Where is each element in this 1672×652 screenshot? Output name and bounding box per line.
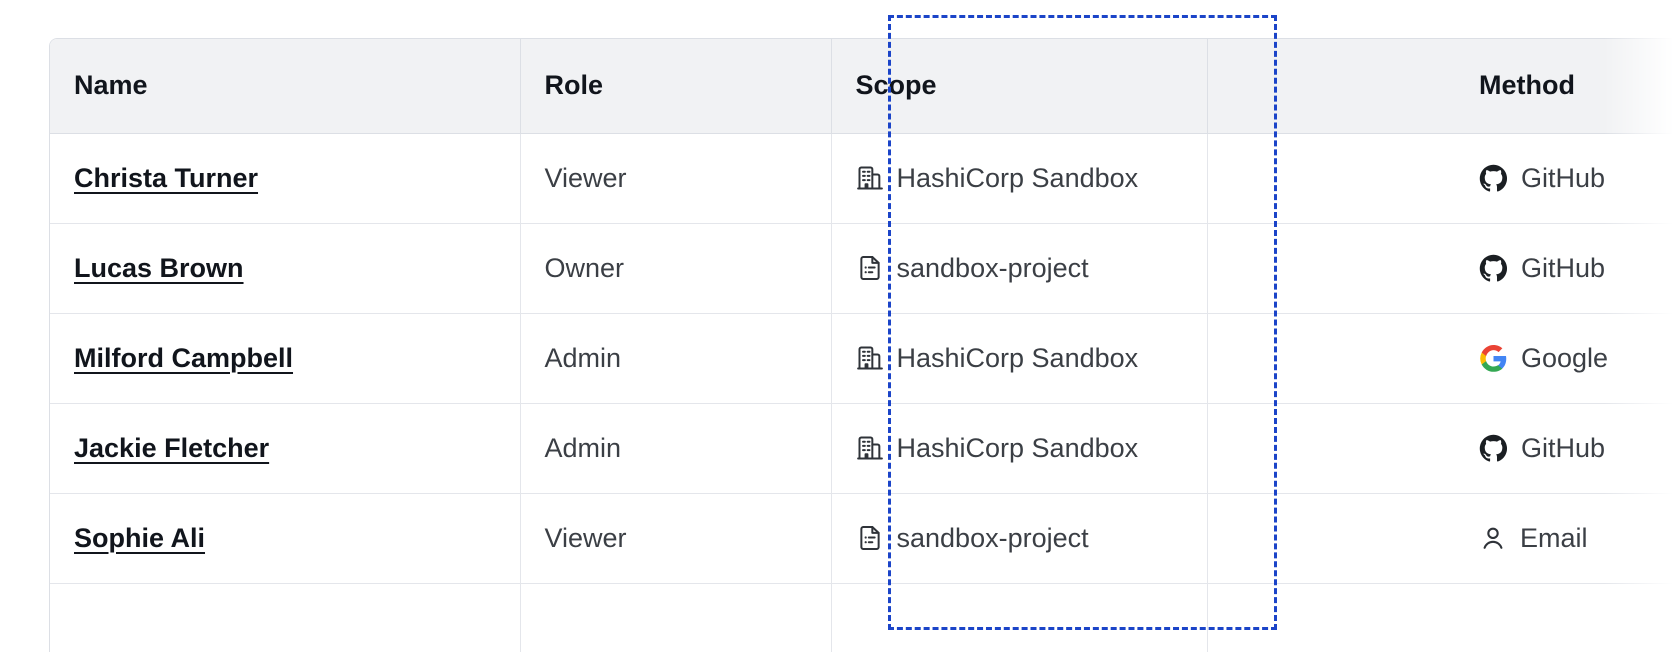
method-value: GitHub <box>1479 433 1666 464</box>
cell-scope <box>831 583 1208 652</box>
org-building-icon <box>856 344 884 372</box>
cell-method: GitHub <box>1455 223 1672 314</box>
user-icon <box>1479 524 1507 552</box>
cell-scope: sandbox-project <box>831 493 1208 584</box>
cell-method: Email <box>1455 493 1672 584</box>
column-header-blank <box>1207 39 1455 134</box>
method-value: GitHub <box>1479 253 1666 284</box>
github-icon <box>1479 434 1508 463</box>
user-name-link[interactable]: Sophie Ali <box>74 522 206 553</box>
cell-spacer <box>1207 583 1455 652</box>
cell-spacer <box>1207 403 1455 494</box>
scope-label: sandbox-project <box>896 522 1089 553</box>
table-row[interactable]: Jackie Fletcher Admin HashiCorp Sandbox Git… <box>50 403 1672 494</box>
user-name-link[interactable]: Christa Turner <box>74 162 259 193</box>
column-header-method[interactable]: Method <box>1455 39 1672 134</box>
google-icon <box>1479 344 1508 373</box>
scope-label: HashiCorp Sandbox <box>896 432 1139 463</box>
github-icon <box>1479 164 1508 193</box>
cell-role <box>520 583 832 652</box>
cell-method: Google <box>1455 313 1672 404</box>
cell-scope: HashiCorp Sandbox <box>831 133 1208 224</box>
cell-scope: sandbox-project <box>831 223 1208 314</box>
scope-value: HashiCorp Sandbox <box>856 163 1183 194</box>
scope-label: HashiCorp Sandbox <box>896 342 1139 373</box>
method-label: GitHub <box>1521 162 1606 193</box>
cell-name <box>50 583 521 652</box>
cell-name: Christa Turner <box>50 133 521 224</box>
method-label: Email <box>1520 522 1588 553</box>
scope-label: sandbox-project <box>896 252 1089 283</box>
project-document-icon <box>856 254 884 282</box>
user-name-link[interactable]: Milford Campbell <box>74 342 294 373</box>
cell-name: Milford Campbell <box>50 313 521 404</box>
cell-scope: HashiCorp Sandbox <box>831 313 1208 404</box>
cell-role: Admin <box>520 313 832 404</box>
cell-role: Viewer <box>520 493 832 584</box>
method-value: GitHub <box>1479 163 1666 194</box>
scope-value: HashiCorp Sandbox <box>856 433 1183 464</box>
cell-method <box>1455 583 1672 652</box>
column-header-scope[interactable]: Scope <box>831 39 1208 134</box>
cell-role: Owner <box>520 223 832 314</box>
table-header: Name Role Scope Method <box>50 39 1672 134</box>
cell-scope: HashiCorp Sandbox <box>831 403 1208 494</box>
cell-spacer <box>1207 493 1455 584</box>
org-building-icon <box>856 164 884 192</box>
method-value: Email <box>1479 523 1666 554</box>
org-building-icon <box>856 434 884 462</box>
method-label: GitHub <box>1521 252 1606 283</box>
scope-value: HashiCorp Sandbox <box>856 343 1183 374</box>
table-row[interactable]: Sophie Ali Viewer sandbox-project Email <box>50 493 1672 584</box>
cell-name: Lucas Brown <box>50 223 521 314</box>
cell-spacer <box>1207 133 1455 224</box>
cell-spacer <box>1207 223 1455 314</box>
cell-name: Jackie Fletcher <box>50 403 521 494</box>
github-icon <box>1479 254 1508 283</box>
column-header-role[interactable]: Role <box>520 39 832 134</box>
cell-name: Sophie Ali <box>50 493 521 584</box>
method-value: Google <box>1479 343 1666 374</box>
cell-spacer <box>1207 313 1455 404</box>
scope-value: sandbox-project <box>856 253 1183 284</box>
cell-role: Viewer <box>520 133 832 224</box>
table-row[interactable]: Lucas Brown Owner sandbox-project GitHub <box>50 223 1672 314</box>
scope-label: HashiCorp Sandbox <box>896 162 1139 193</box>
table-row[interactable] <box>50 583 1672 652</box>
column-header-name[interactable]: Name <box>50 39 521 134</box>
method-label: GitHub <box>1521 432 1606 463</box>
table-row[interactable]: Christa Turner Viewer HashiCorp Sandbox Git… <box>50 133 1672 224</box>
user-name-link[interactable]: Lucas Brown <box>74 252 244 283</box>
scope-value: sandbox-project <box>856 523 1183 554</box>
cell-method: GitHub <box>1455 403 1672 494</box>
project-document-icon <box>856 524 884 552</box>
cell-method: GitHub <box>1455 133 1672 224</box>
cell-role: Admin <box>520 403 832 494</box>
method-label: Google <box>1521 342 1609 373</box>
table-row[interactable]: Milford Campbell Admin HashiCorp Sandbox Go… <box>50 313 1672 404</box>
table-header-row: Name Role Scope Method <box>50 39 1672 134</box>
user-name-link[interactable]: Jackie Fletcher <box>74 432 270 463</box>
